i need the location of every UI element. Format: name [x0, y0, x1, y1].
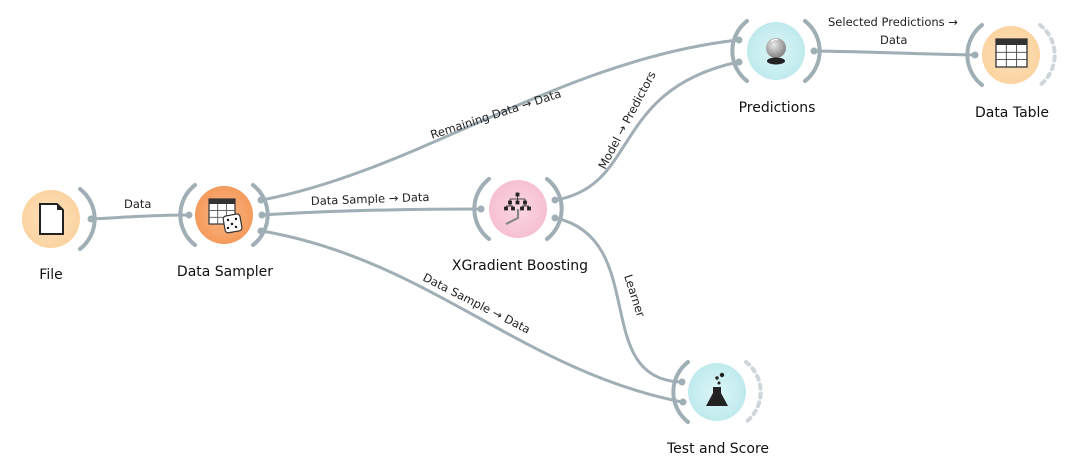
output-dot[interactable]: [810, 47, 818, 55]
flask-icon: [706, 372, 728, 406]
output-anchor[interactable]: [803, 19, 822, 83]
node-data-sampler[interactable]: Data Sampler: [177, 183, 273, 280]
output-anchor[interactable]: [78, 187, 97, 251]
link-predictions-to-data-table[interactable]: [813, 49, 976, 57]
node-label-data-table: Data Table: [975, 105, 1049, 121]
node-label-xgb: XGradient Boosting: [452, 258, 588, 274]
link-label-data-sample-xgb: Data Sample → Data: [311, 190, 430, 208]
links: [90, 38, 976, 404]
node-file[interactable]: File: [22, 187, 97, 283]
link-xgb-to-predictions[interactable]: [555, 60, 739, 202]
table-icon: [995, 38, 1028, 68]
output-anchor-inactive[interactable]: [744, 360, 763, 424]
output-dot[interactable]: [87, 215, 95, 223]
link-label-selected-predictions-l1: Selected Predictions →: [828, 15, 958, 29]
data-sampler-icon: [208, 198, 243, 234]
input-anchor[interactable]: [472, 177, 491, 241]
output-dot-1[interactable]: [257, 196, 265, 204]
input-anchor[interactable]: [178, 183, 197, 247]
node-label-predictions: Predictions: [739, 100, 816, 116]
input-dot[interactable]: [185, 211, 193, 219]
link-label-data-sample-test: Data Sample → Data: [421, 270, 533, 336]
file-icon: [39, 203, 64, 235]
node-label-data-sampler: Data Sampler: [177, 264, 273, 280]
link-file-to-data-sampler[interactable]: [90, 213, 190, 221]
link-labels: Data Remaining Data → Data Data Sample →…: [124, 15, 958, 337]
link-sampler-to-xgb[interactable]: [261, 207, 482, 217]
link-sampler-to-test-score[interactable]: [261, 229, 683, 404]
input-anchor[interactable]: [730, 19, 749, 83]
input-anchor[interactable]: [965, 23, 984, 87]
output-anchor[interactable]: [251, 183, 270, 247]
node-label-test-score: Test and Score: [666, 441, 769, 457]
output-anchor-inactive[interactable]: [1038, 23, 1057, 87]
link-label-remaining-data: Remaining Data → Data: [429, 86, 563, 142]
node-xgradient-boosting[interactable]: XGradient Boosting: [452, 177, 588, 274]
link-label-learner: Learner: [621, 273, 648, 319]
node-predictions[interactable]: Predictions: [730, 19, 822, 116]
input-anchor[interactable]: [671, 360, 690, 424]
crystal-ball-icon: [766, 38, 786, 65]
node-data-table[interactable]: Data Table: [965, 23, 1057, 121]
output-dot-2[interactable]: [551, 214, 559, 222]
link-label-model-predictors: Model → Predictors: [595, 69, 658, 172]
node-label-file: File: [39, 267, 62, 283]
input-dot[interactable]: [477, 205, 485, 213]
link-label-selected-predictions-l2: Data: [880, 33, 907, 47]
node-test-and-score[interactable]: Test and Score: [666, 360, 769, 457]
input-dot[interactable]: [971, 51, 979, 59]
output-dot-1[interactable]: [551, 196, 559, 204]
output-anchor[interactable]: [545, 177, 564, 241]
link-xgb-to-test-score[interactable]: [555, 216, 683, 384]
input-dot-2[interactable]: [735, 58, 743, 66]
input-dot-1[interactable]: [678, 378, 686, 386]
input-dot-2[interactable]: [679, 398, 687, 406]
link-sampler-to-predictions[interactable]: [261, 38, 739, 202]
link-label-data: Data: [124, 197, 151, 211]
input-dot-1[interactable]: [735, 36, 743, 44]
output-dot-2[interactable]: [258, 211, 266, 219]
output-dot-3[interactable]: [257, 227, 265, 235]
tree-icon: [504, 192, 531, 225]
